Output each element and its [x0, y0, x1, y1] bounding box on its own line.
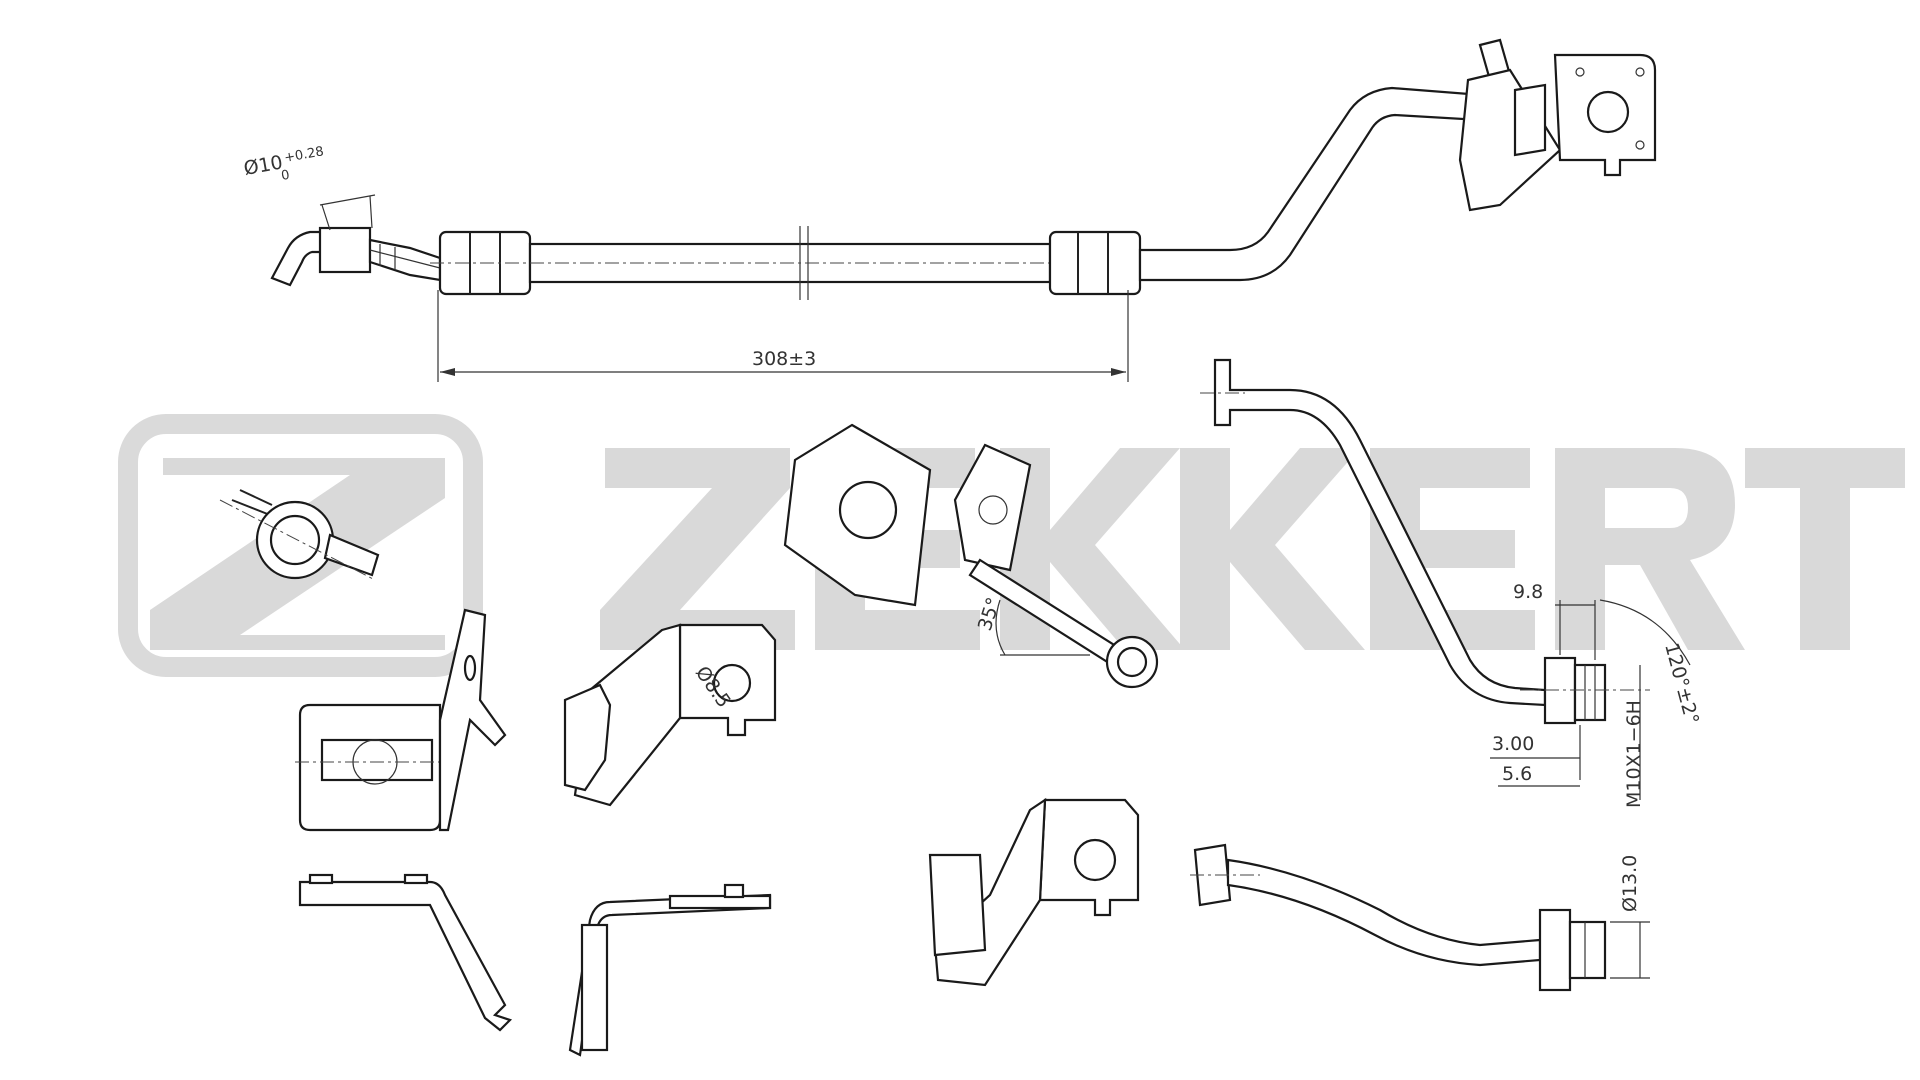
center-hose-iso-view: 35° — [783, 423, 1159, 689]
watermark-letter-t — [1745, 448, 1905, 650]
right-hose-side-view: 9.8 3.00 5.6 M10X1−6H 120°±2° — [1200, 358, 1703, 808]
iso-fitting-nut — [838, 480, 898, 540]
bracket-bottom-view — [298, 873, 513, 1032]
lower-hose-fitting — [1193, 843, 1232, 907]
nut-diameter-label: Ø13.0 — [1619, 855, 1641, 912]
lower-bracket-clip — [928, 853, 987, 957]
bracket-bottom-profile — [298, 880, 513, 1032]
bracket-front-slot — [320, 738, 434, 782]
mounting-hole — [1586, 90, 1630, 134]
crimp-sleeve-right — [1048, 230, 1142, 296]
bottom-right-view: Ø13.0 — [928, 797, 1650, 992]
bracket-iso-view: Ø8.5 — [563, 623, 777, 807]
outlet-tube-bend — [1138, 86, 1484, 282]
thread-body — [1573, 663, 1607, 722]
bracket-side-view — [568, 883, 772, 1057]
fitting-diameter-label: Ø10 — [242, 151, 284, 179]
watermark-letter-k2 — [1180, 448, 1365, 650]
lower-hose-tube — [1226, 858, 1542, 967]
offset-dim-1: 9.8 — [1513, 581, 1543, 603]
bracket-iso-clip — [563, 683, 612, 792]
offset-dim-2: 5.6 — [1502, 763, 1532, 785]
fitting-tolerance-lower: 0 — [280, 168, 291, 184]
flare-angle-label: 120°±2° — [1660, 641, 1703, 727]
bracket-nut — [1513, 83, 1547, 157]
watermark-letter-z — [600, 448, 795, 650]
banjo-stub — [323, 533, 380, 577]
bracket-front-view — [295, 608, 507, 832]
bracket-side-flange — [438, 608, 507, 832]
watermark-letter-e2 — [1370, 448, 1535, 650]
banjo-inner — [269, 514, 321, 566]
bracket-clip — [1458, 68, 1562, 212]
fitting-tolerance-upper: +0.28 — [283, 144, 325, 166]
bracket-iso-hole — [712, 663, 752, 703]
banjo-end-view — [219, 489, 380, 581]
lower-bracket-hole — [1073, 838, 1117, 882]
lower-hose-nut — [1538, 908, 1572, 992]
thread-length-dim: 3.00 — [1492, 733, 1534, 755]
main-hose-view: Ø10 +0.28 0 308±3 — [242, 38, 1657, 382]
watermark-logo-frame — [118, 414, 483, 677]
zekkert-watermark — [118, 414, 1905, 677]
watermark-letter-k1 — [1000, 448, 1185, 650]
inlet-fitting — [318, 226, 372, 274]
lower-hose-thread — [1568, 920, 1607, 980]
thread-spec-label: M10X1−6H — [1623, 700, 1645, 808]
hose-length-label: 308±3 — [752, 348, 816, 370]
watermark-letter-r — [1555, 448, 1745, 650]
